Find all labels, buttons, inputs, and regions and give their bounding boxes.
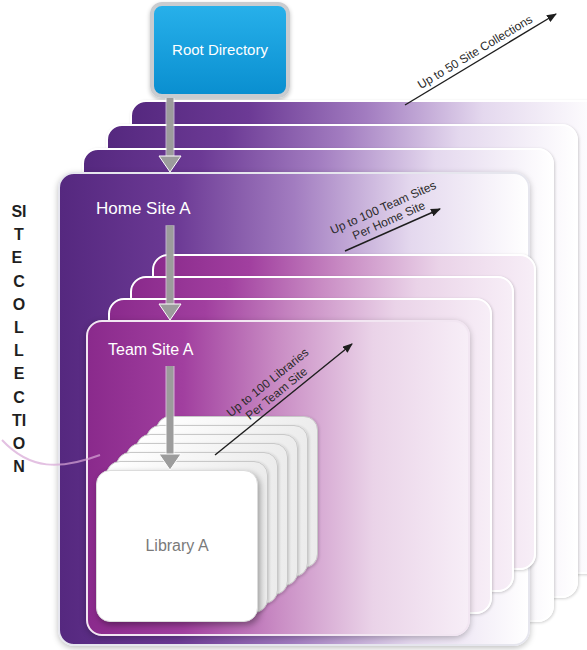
count-label: Up to 50 Site Collections (415, 12, 535, 92)
root-box: Root Directory (150, 2, 290, 98)
flow-arrow (159, 366, 181, 470)
vertical-label: SITE COLLECTION (11, 200, 27, 478)
flow-arrow (159, 225, 181, 320)
flow-arrow (159, 98, 181, 172)
node-title: Team Site A (108, 340, 193, 360)
home-site-card: Home Site A Team Site A Library A (58, 172, 530, 646)
library-card: Library A (96, 470, 258, 622)
node-title: Library A (145, 536, 208, 556)
count-arrow (405, 14, 556, 105)
node-title: Home Site A (96, 198, 191, 219)
node-title: Root Directory (172, 41, 268, 60)
